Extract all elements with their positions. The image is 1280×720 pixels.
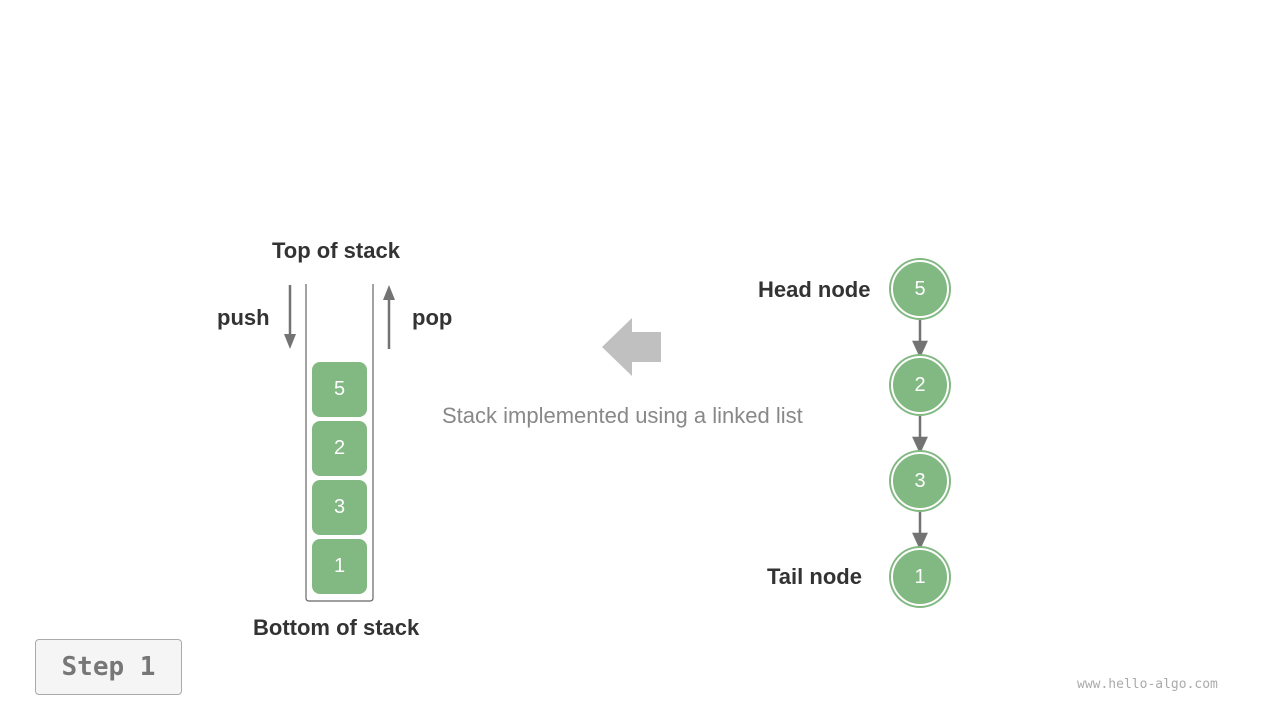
head-node-label: Head node (758, 277, 871, 302)
stack-item: 2 (312, 421, 367, 476)
list-node: 1 (891, 548, 949, 606)
list-node: 2 (891, 356, 949, 414)
stack-container (305, 284, 374, 602)
top-of-stack-label: Top of stack (272, 238, 400, 263)
stack-item: 5 (312, 362, 367, 417)
tail-node-label: Tail node (767, 564, 862, 589)
push-arrow-icon (284, 285, 296, 349)
stack-item: 3 (312, 480, 367, 535)
pop-arrow-icon (383, 285, 395, 349)
list-node: 3 (891, 452, 949, 510)
stack-item: 1 (312, 539, 367, 594)
list-link-arrows (912, 318, 928, 550)
caption: Stack implemented using a linked list (442, 403, 803, 428)
bottom-of-stack-label: Bottom of stack (253, 615, 420, 640)
big-left-arrow-icon (602, 318, 661, 376)
pop-label: pop (412, 305, 453, 330)
push-label: push (217, 305, 270, 330)
list-node: 5 (891, 260, 949, 318)
step-button[interactable]: Step 1 (35, 639, 182, 695)
watermark: www.hello-algo.com (1077, 677, 1218, 692)
